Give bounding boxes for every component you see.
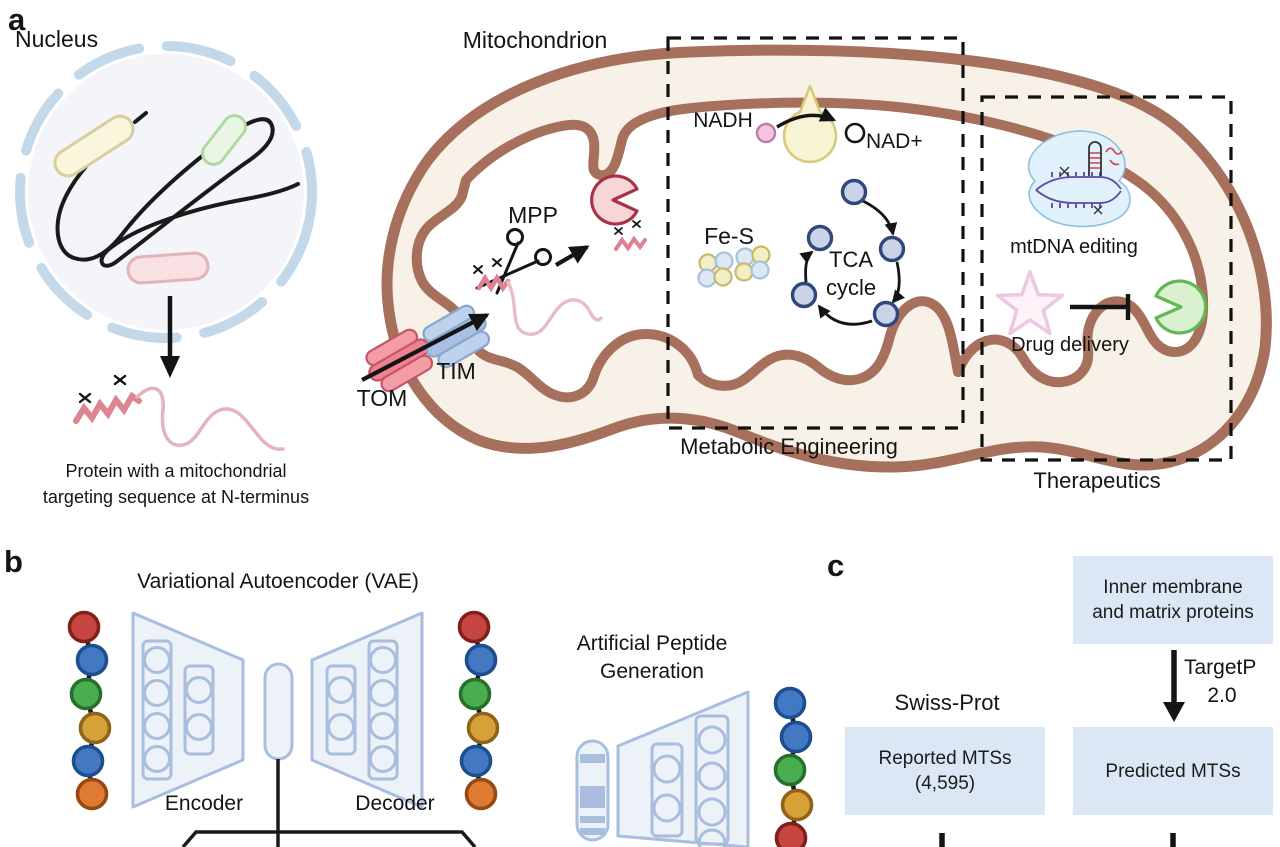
panel-b-letter: b	[4, 544, 23, 579]
fes-cluster-icons	[697, 245, 771, 288]
metabolic-engineering-region	[666, 36, 965, 430]
mitochondrion-label: Mitochondrion	[462, 27, 608, 53]
mtdna-editing-icon	[1027, 130, 1131, 228]
import-arrow	[361, 313, 490, 382]
nucleus-export-arrow	[160, 296, 180, 378]
flowchart-arrows	[939, 650, 1185, 847]
precursor-in-matrix	[473, 258, 603, 336]
peptide-chain-left	[67, 610, 112, 811]
panel-c-letter: c	[827, 548, 845, 583]
nucleus-illustration	[15, 41, 317, 378]
mtdna-editing-label: mtDNA editing	[1010, 236, 1138, 258]
nadh-label: NADH	[693, 109, 753, 132]
fes-label: Fe-S	[704, 223, 754, 249]
encoder-trapezoid	[131, 611, 245, 809]
targetp-label-line2: 2.0	[1207, 684, 1237, 707]
vae-title: Variational Autoencoder (VAE)	[137, 570, 419, 593]
dna-strand	[55, 111, 300, 268]
peptide-chain-right	[457, 610, 500, 811]
predicted-mts-box: Predicted MTSs	[1073, 727, 1273, 815]
gene-yellow	[53, 114, 135, 178]
decoder-label: Decoder	[355, 792, 435, 815]
vae-diagram	[67, 610, 500, 847]
tca-cycle-label: TCA cycle	[826, 246, 876, 302]
latent-space-banner	[181, 830, 477, 847]
protein-caption-line1: Protein with a mitochondrial	[65, 461, 287, 481]
tca-cycle-diagram	[790, 178, 906, 328]
mpp-protease-icon	[590, 174, 639, 226]
encoder-label: Encoder	[164, 792, 244, 815]
precursor-protein	[73, 374, 285, 451]
mpp-label: MPP	[508, 202, 558, 228]
tca-line1: TCA	[829, 247, 873, 272]
therapeutics-region	[980, 95, 1233, 462]
generation-line1: Artificial Peptide	[576, 632, 728, 655]
inner-membrane-box: Inner membrane and matrix proteins	[1073, 556, 1273, 644]
drug-delivery-label: Drug delivery	[1011, 334, 1129, 356]
target-protein-icon	[1154, 279, 1208, 335]
targetp-label-line1: TargetP	[1184, 656, 1257, 679]
nucleus-label: Nucleus	[15, 26, 99, 52]
cleavage-arrow	[554, 245, 590, 267]
tim-label: TIM	[436, 358, 476, 384]
nadh-reaction	[755, 107, 866, 144]
inner-membrane-box-line2: and matrix proteins	[1092, 602, 1254, 623]
protein-caption-line2: targeting sequence at N-terminus	[42, 487, 310, 507]
tom-label: TOM	[356, 385, 408, 411]
drug-delivery-icons	[995, 270, 1208, 336]
generated-peptide-chain	[773, 686, 814, 847]
nad-molecule-icon	[844, 122, 866, 144]
gene-pink	[126, 251, 210, 285]
gene-green	[201, 114, 247, 166]
reported-mts-box: Reported MTSs (4,595)	[845, 727, 1045, 815]
latent-vector	[263, 662, 294, 761]
panel-a-letter: a	[8, 2, 26, 37]
drug-star-icon	[995, 270, 1065, 336]
therapeutics-label: Therapeutics	[1033, 468, 1161, 493]
tca-line2: cycle	[825, 275, 877, 300]
swissprot-label: Swiss-Prot	[894, 690, 1000, 715]
predicted-mts-box-label: Predicted MTSs	[1105, 760, 1241, 782]
generation-line2: Generation	[600, 660, 704, 683]
reported-mts-box-line2: (4,595)	[914, 773, 976, 794]
nad-label: NAD+	[866, 130, 923, 153]
inner-membrane-box-line1: Inner membrane	[1103, 577, 1243, 598]
nadh-molecule-icon	[755, 122, 777, 144]
mpp-scissors-icon	[475, 228, 552, 295]
metabolic-engineering-label: Metabolic Engineering	[680, 434, 898, 459]
reported-mts-box-line1: Reported MTSs	[878, 748, 1012, 769]
cleaved-mts-icon	[614, 220, 647, 252]
generation-diagram	[575, 686, 814, 847]
